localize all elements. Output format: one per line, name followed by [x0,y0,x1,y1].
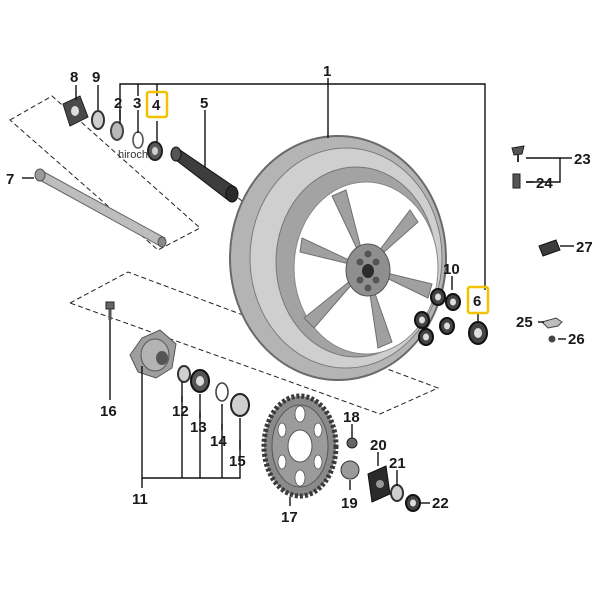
callout-3: 3 [133,95,141,112]
callout-22: 22 [432,495,449,512]
highlight-box-6 [466,285,490,315]
callout-5: 5 [200,95,208,112]
spacer-part [110,121,124,141]
washer-part [91,110,105,130]
sensor-clip-part [541,317,563,329]
callout-8: 8 [70,69,78,86]
callout-20: 20 [370,437,387,454]
axle-guide-box [9,95,201,251]
callout-13: 13 [190,419,207,436]
callout-labels: 1 2 3 4 5 6 7 8 9 10 11 12 13 14 15 16 1… [6,63,593,526]
small-screw-part [548,335,556,343]
callout-2: 2 [114,95,122,112]
carrier-seal-part [230,393,250,417]
callout-17: 17 [281,509,298,526]
leader-lines [22,78,574,506]
callout-27: 27 [576,239,593,256]
sprocket-carrier-part [129,329,177,379]
callout-12: 12 [172,403,189,420]
callout-7: 7 [6,171,14,188]
circlip-part [132,131,144,149]
callout-10: 10 [443,261,460,278]
distance-sleeve-part [170,146,239,203]
sprocket-spacer-part [340,460,360,480]
callout-9: 9 [92,69,100,86]
spacer-ring-part [177,365,191,383]
callout-11: 11 [132,491,148,508]
axle-washer-part [390,484,404,502]
hub-guide-box [68,271,440,415]
callout-19: 19 [341,495,358,512]
adjuster-block-part [62,95,89,127]
rear-wheel-rim-part [229,135,447,381]
callout-24: 24 [536,175,553,192]
callout-21: 21 [389,455,406,472]
valve-cap-part [512,173,521,189]
sprocket-nut-part [346,437,358,449]
highlight-box-4 [145,90,169,119]
carrier-circlip-part [215,382,229,402]
callout-25: 25 [516,314,533,331]
callout-18: 18 [343,409,360,426]
callout-14: 14 [210,433,227,450]
balance-weight-part [538,239,561,257]
callout-1: 1 [323,63,331,80]
watermark: hirochi [118,149,150,161]
callout-6: 6 [473,293,481,310]
hub-bolt-part [105,301,115,320]
callout-16: 16 [100,403,117,420]
callout-15: 15 [229,453,246,470]
callout-23: 23 [574,151,591,168]
axle-part [34,168,167,248]
valve-part [511,145,525,162]
callout-26: 26 [568,331,585,348]
chain-sprocket-part [261,393,339,499]
callout-4: 4 [152,97,161,114]
